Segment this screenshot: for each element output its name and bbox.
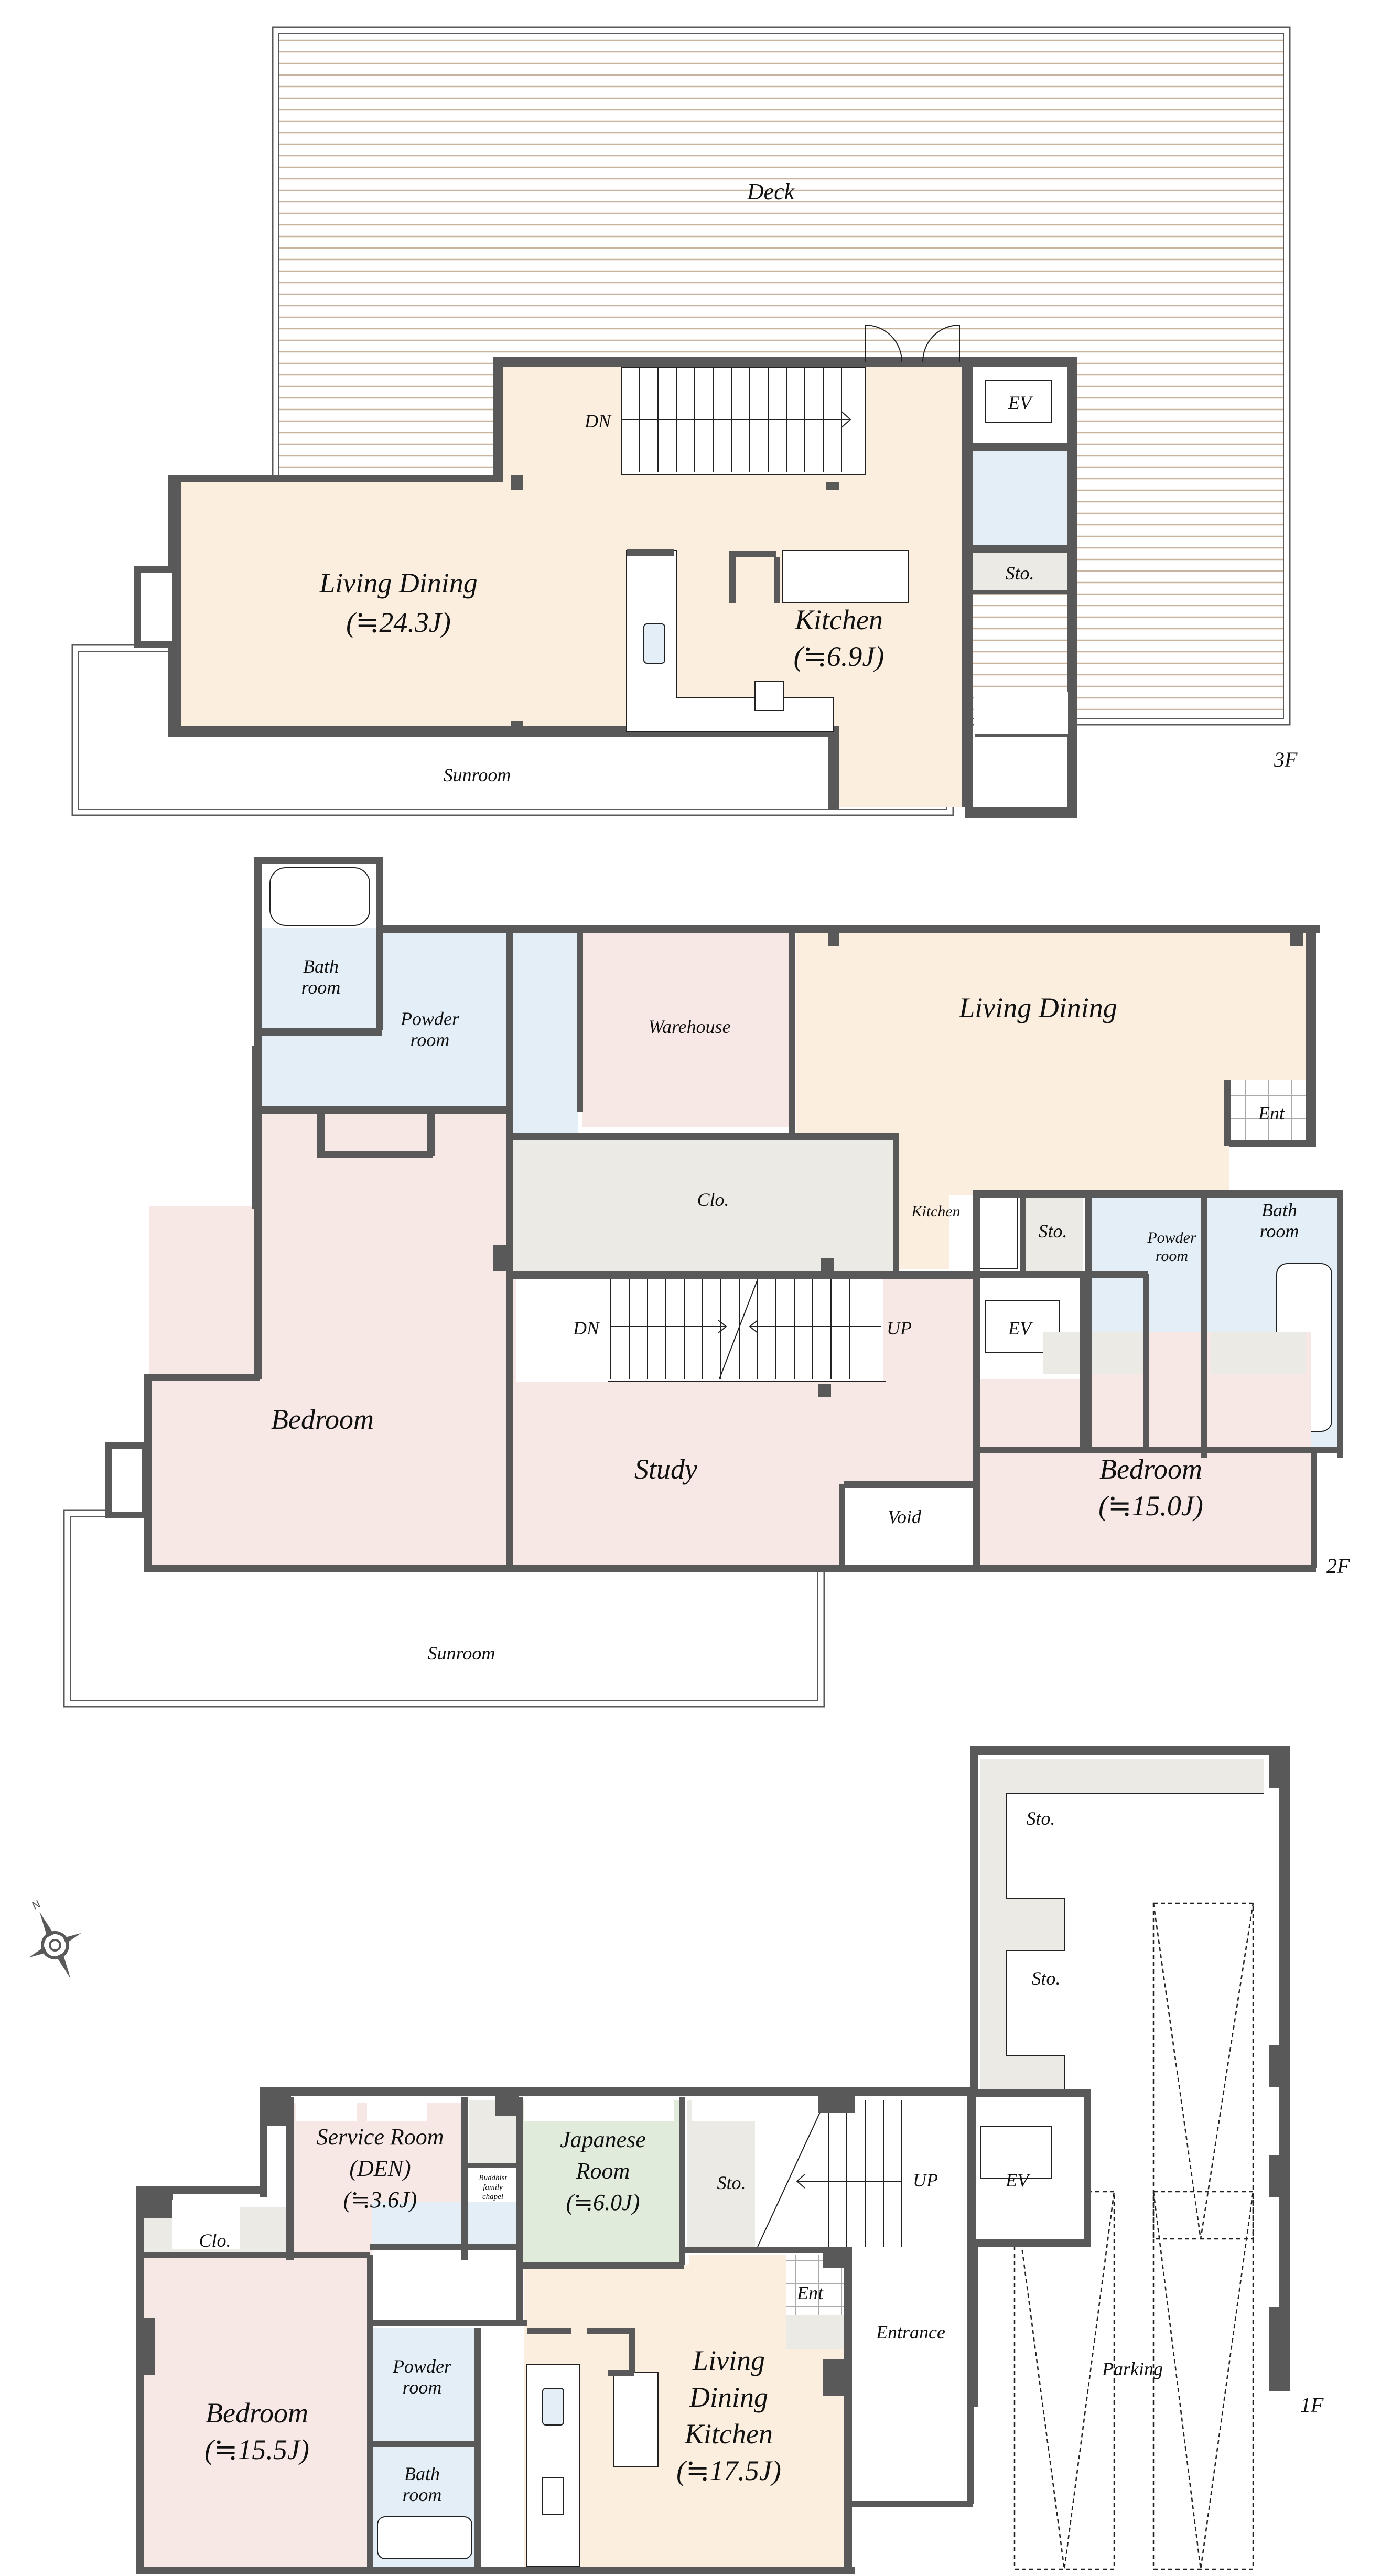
bath-room-label-2f-l2: room — [301, 977, 341, 998]
bath-room-label-2f-l1: Bath — [303, 956, 339, 977]
ev-label-3f: EV — [1008, 392, 1033, 413]
buddhist-chapel-label-1f-l1: Buddhist — [479, 2174, 507, 2182]
ev-label-1f: EV — [1005, 2170, 1031, 2191]
service-room-label-1f-l1: Service Room — [316, 2124, 444, 2150]
bath-room2-label-2f-l2: room — [1260, 1221, 1299, 1242]
powder-room-label-1f-l2: room — [403, 2377, 442, 2398]
up-label-2f: UP — [887, 1318, 912, 1339]
clo-label-2f: Clo. — [697, 1189, 729, 1210]
parking-space-3 — [1152, 2191, 1254, 2570]
japanese-room-1f — [522, 2100, 679, 2262]
living-dining-label-3f: Living Dining — [319, 567, 478, 599]
service-room-label-1f-l2: (DEN) — [349, 2155, 411, 2181]
sto-3f — [973, 553, 1067, 590]
powder-room-label-2f-l1: Powder — [400, 1008, 460, 1029]
japanese-room-label-1f-l2: Room — [576, 2158, 630, 2184]
ent-2f — [1229, 1080, 1313, 1143]
buddhist-chapel-1f — [468, 2168, 516, 2207]
floor-3f: Deck DN EV Sto. Living Dining (≒24.3J) K… — [71, 26, 1298, 818]
powder-room-1f — [372, 2328, 477, 2441]
bedroom-left-2f — [149, 1112, 509, 1565]
ent-label-1f: Ent — [796, 2282, 824, 2303]
ldk-area-1f: (≒17.5J) — [676, 2455, 781, 2486]
toilet-1f — [372, 2202, 519, 2244]
buddhist-chapel-label-1f-l3: chapel — [482, 2193, 503, 2201]
bath-room-label-1f-l2: room — [403, 2484, 442, 2505]
void-label-2f: Void — [888, 1506, 922, 1527]
floor-label-1f: 1F — [1300, 2393, 1324, 2417]
service-room-area-1f: (≒3.6J) — [343, 2187, 417, 2213]
sunroom-label-3f: Sunroom — [444, 764, 511, 785]
sto-label-3f: Sto. — [1005, 563, 1034, 584]
parking-space-2 — [1013, 2191, 1115, 2570]
floor-1f: N Sto. Sto. Service Room (DEN) (≒3.6J) B… — [29, 1746, 1324, 2574]
sto-stair-label-1f: Sto. — [717, 2172, 746, 2193]
ldk-label-1f-l1: Living — [692, 2345, 765, 2376]
bedroom-right-2f — [980, 1452, 1311, 1565]
sto-2f — [1025, 1195, 1083, 1274]
powder-room2-label-2f-l1: Powder — [1147, 1229, 1196, 1246]
bedroom-left-label-2f: Bedroom — [271, 1404, 374, 1435]
entrance-1f — [852, 2249, 970, 2506]
warehouse-2f — [582, 928, 792, 1127]
clo-label-1f: Clo. — [199, 2230, 231, 2251]
japanese-room-label-1f-l1: Japanese — [560, 2127, 646, 2152]
compass-north-label: N — [30, 1898, 42, 1912]
powder-room-2f — [261, 928, 510, 1112]
dn-label-3f: DN — [584, 411, 612, 432]
kitchen-counter-2f — [975, 1195, 1018, 1269]
warehouse-label-2f: Warehouse — [648, 1016, 730, 1037]
kitchen-area-3f: (≒6.9J) — [794, 641, 884, 672]
up-label-1f: UP — [913, 2170, 938, 2191]
compass-icon: N — [29, 1898, 81, 1979]
toilet-3f — [973, 451, 1067, 545]
bedroom-1f — [144, 2257, 370, 2567]
sto-garage-1f — [980, 1759, 1264, 2089]
bedroom-right-area-2f: (≒15.0J) — [1098, 1490, 1203, 1522]
sto-top-label-1f: Sto. — [1026, 1808, 1055, 1829]
living-dining-area-3f: (≒24.3J) — [346, 607, 451, 638]
void-2f — [844, 1489, 973, 1565]
stairs-1f — [755, 2100, 967, 2247]
sto-label-2f: Sto. — [1038, 1221, 1067, 1242]
floor-label-2f: 2F — [1326, 1554, 1350, 1578]
buddhist-chapel-label-1f-l2: family — [483, 2183, 503, 2192]
parking-label-1f: Parking — [1102, 2358, 1163, 2379]
clo-2f — [511, 1140, 894, 1274]
entrance-label-1f: Entrance — [876, 2322, 945, 2343]
dn-label-2f: DN — [573, 1318, 600, 1339]
bedroom-right-label-2f: Bedroom — [1099, 1453, 1202, 1485]
sunroom-label-2f: Sunroom — [428, 1643, 495, 1664]
deck-label: Deck — [747, 179, 795, 204]
bedroom-area-1f: (≒15.5J) — [204, 2434, 309, 2465]
parking-space-1 — [1152, 1902, 1254, 2240]
ldk-label-1f-l3: Kitchen — [684, 2418, 773, 2450]
japanese-room-area-1f: (≒6.0J) — [566, 2190, 640, 2215]
living-dining-2f — [796, 928, 1311, 1269]
bath-room2-label-2f-l1: Bath — [1261, 1200, 1297, 1221]
study-label-2f: Study — [634, 1453, 697, 1485]
ldk-label-1f-l2: Dining — [689, 2381, 768, 2413]
bath-room-label-1f-l1: Bath — [404, 2463, 440, 2484]
ev-label-2f: EV — [1008, 1318, 1033, 1339]
hall-1f — [372, 2249, 519, 2318]
floor-label-3f: 3F — [1274, 748, 1298, 771]
powder-room-label-2f-l2: room — [411, 1029, 450, 1050]
ent-label-2f: Ent — [1258, 1103, 1285, 1124]
sto-mid-label-1f: Sto. — [1031, 1968, 1060, 1989]
powder-room-label-1f-l1: Powder — [392, 2356, 452, 2377]
kitchen-label-3f: Kitchen — [794, 604, 883, 635]
bedroom-label-1f: Bedroom — [206, 2397, 308, 2429]
kitchen-label-2f: Kitchen — [911, 1203, 960, 1220]
living-dining-label-2f: Living Dining — [958, 992, 1117, 1023]
stairs-2f — [516, 1279, 886, 1382]
stairs-3f — [621, 367, 866, 475]
powder-room2-label-2f-l2: room — [1156, 1247, 1188, 1265]
floor-2f: Bath room Powder room Warehouse Living D… — [63, 857, 1350, 1708]
